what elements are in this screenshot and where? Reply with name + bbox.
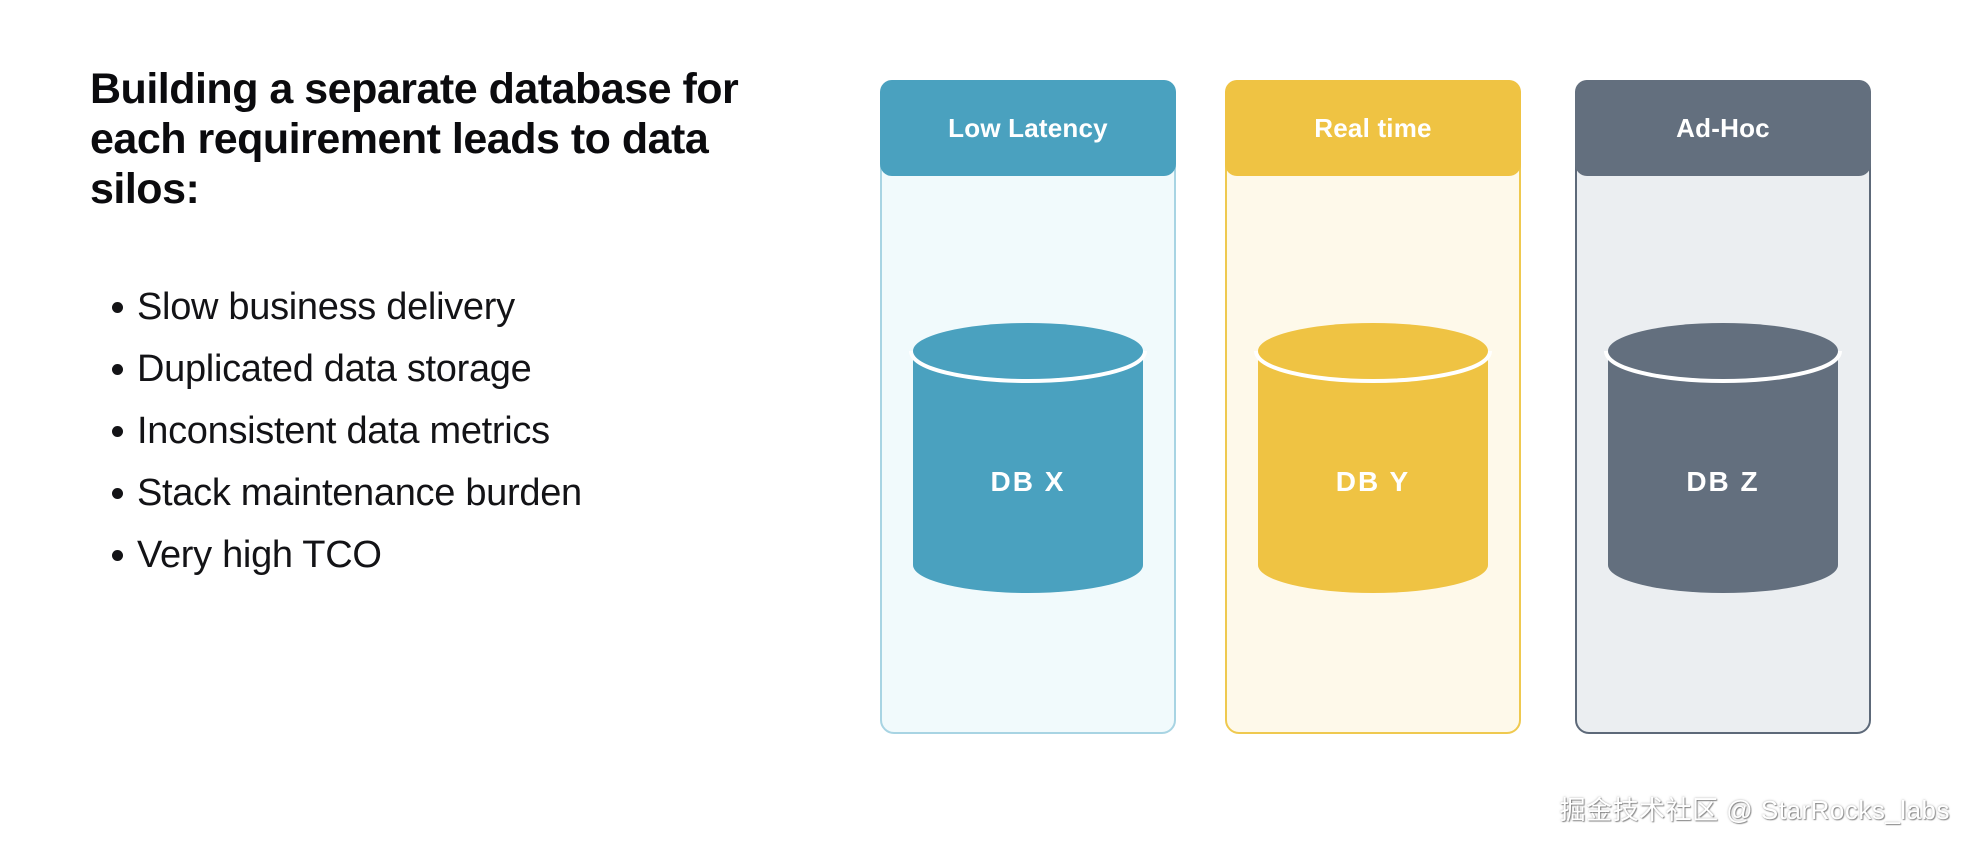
list-item: Very high TCO	[90, 524, 830, 586]
card-real-time: Real time DB Y	[1225, 80, 1521, 734]
db-label: DB X	[991, 466, 1066, 497]
list-item: Inconsistent data metrics	[90, 400, 830, 462]
card-ad-hoc: Ad-Hoc DB Z	[1575, 80, 1871, 734]
card-header-low-latency: Low Latency	[880, 80, 1176, 176]
db-label: DB Z	[1686, 466, 1759, 497]
watermark: 掘金技术社区 @ StarRocks_labs	[1559, 795, 1950, 825]
page-title-line: Building a separate database for	[90, 65, 739, 113]
card-title: Real time	[1314, 112, 1432, 143]
database-cylinder-icon: DB X	[909, 323, 1147, 593]
card-title: Ad-Hoc	[1676, 112, 1770, 143]
silo-issues-list: Slow business delivery Duplicated data s…	[90, 276, 830, 586]
database-cylinder-icon: DB Y	[1254, 323, 1492, 593]
card-low-latency: Low Latency DB X	[880, 80, 1176, 734]
page-title: Building a separate database for each re…	[90, 64, 830, 214]
page-title-line: silos:	[90, 165, 200, 213]
list-item: Slow business delivery	[90, 276, 830, 338]
left-panel: Building a separate database for each re…	[90, 64, 830, 586]
page-title-line: each requirement leads to data	[90, 115, 709, 163]
database-cylinder-icon: DB Z	[1604, 323, 1842, 593]
db-label: DB Y	[1336, 466, 1410, 497]
list-item: Stack maintenance burden	[90, 462, 830, 524]
card-title: Low Latency	[948, 112, 1108, 143]
card-header-real-time: Real time	[1225, 80, 1521, 176]
list-item: Duplicated data storage	[90, 338, 830, 400]
card-header-ad-hoc: Ad-Hoc	[1575, 80, 1871, 176]
